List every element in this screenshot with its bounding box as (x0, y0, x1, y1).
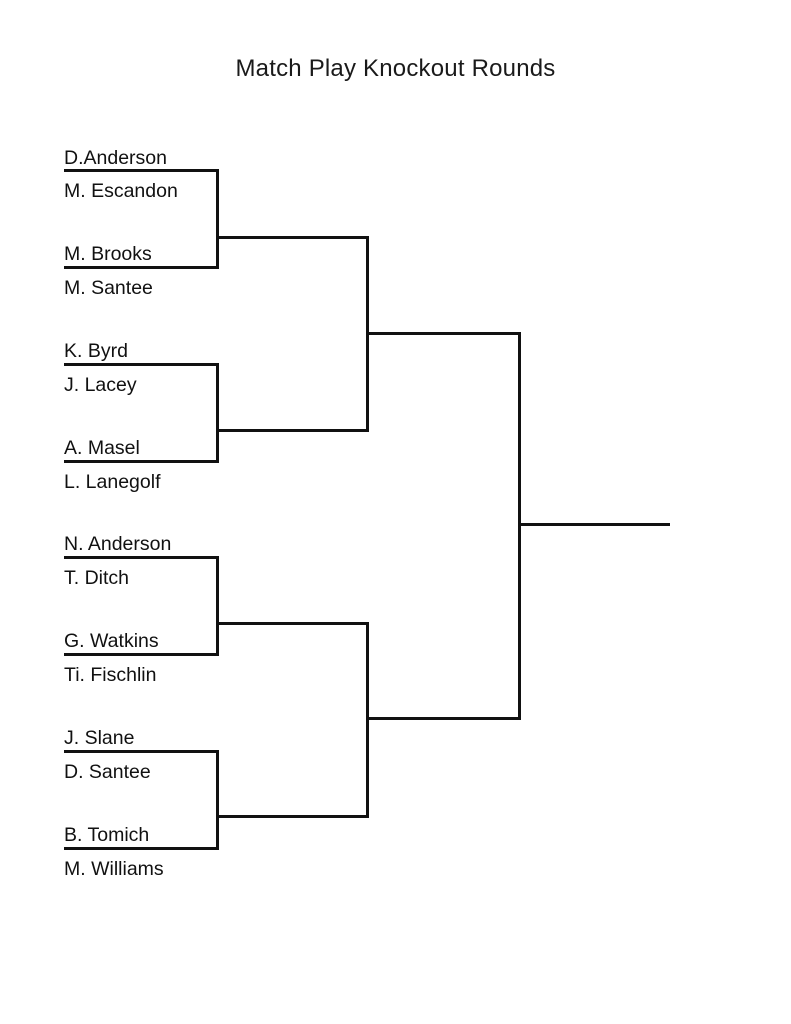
round3-connector-vertical (518, 332, 521, 720)
round3-top-line (366, 332, 521, 335)
round1-match2-top-line (64, 363, 219, 366)
round3-bottom-line (366, 717, 521, 720)
player-slot-2: M. Escandon (64, 180, 178, 202)
player-slot-13: J. Slane (64, 727, 135, 749)
round1-match2-bottom-line (64, 460, 219, 463)
round1-match1-connector-vertical (216, 169, 219, 269)
round2-match1-top-line (216, 236, 369, 239)
round1-match1-bottom-line (64, 266, 219, 269)
player-slot-4: M. Santee (64, 277, 153, 299)
player-slot-16: M. Williams (64, 858, 164, 880)
round2-match1-bottom-line (216, 429, 369, 432)
player-slot-12: Ti. Fischlin (64, 664, 157, 686)
round2-match2-bottom-line (216, 815, 369, 818)
player-slot-7: A. Masel (64, 437, 140, 459)
final-champion-line (518, 523, 670, 526)
player-slot-3: M. Brooks (64, 243, 152, 265)
page-title: Match Play Knockout Rounds (235, 55, 556, 82)
player-slot-14: D. Santee (64, 761, 151, 783)
player-slot-9: N. Anderson (64, 533, 172, 555)
round1-match1-top-line (64, 169, 219, 172)
round2-match2-top-line (216, 622, 369, 625)
round1-match3-bottom-line (64, 653, 219, 656)
round2-match2-connector-vertical (366, 622, 369, 818)
player-slot-15: B. Tomich (64, 824, 150, 846)
round1-match4-connector-vertical (216, 750, 219, 850)
player-slot-1: D.Anderson (64, 147, 167, 169)
player-slot-8: L. Lanegolf (64, 471, 161, 493)
player-slot-6: J. Lacey (64, 374, 137, 396)
player-slot-10: T. Ditch (64, 567, 130, 589)
round1-match4-bottom-line (64, 847, 219, 850)
player-slot-5: K. Byrd (64, 340, 128, 362)
round1-match3-top-line (64, 556, 219, 559)
player-slot-11: G. Watkins (64, 630, 159, 652)
round1-match4-top-line (64, 750, 219, 753)
round1-match2-connector-vertical (216, 363, 219, 463)
round1-match3-connector-vertical (216, 556, 219, 656)
